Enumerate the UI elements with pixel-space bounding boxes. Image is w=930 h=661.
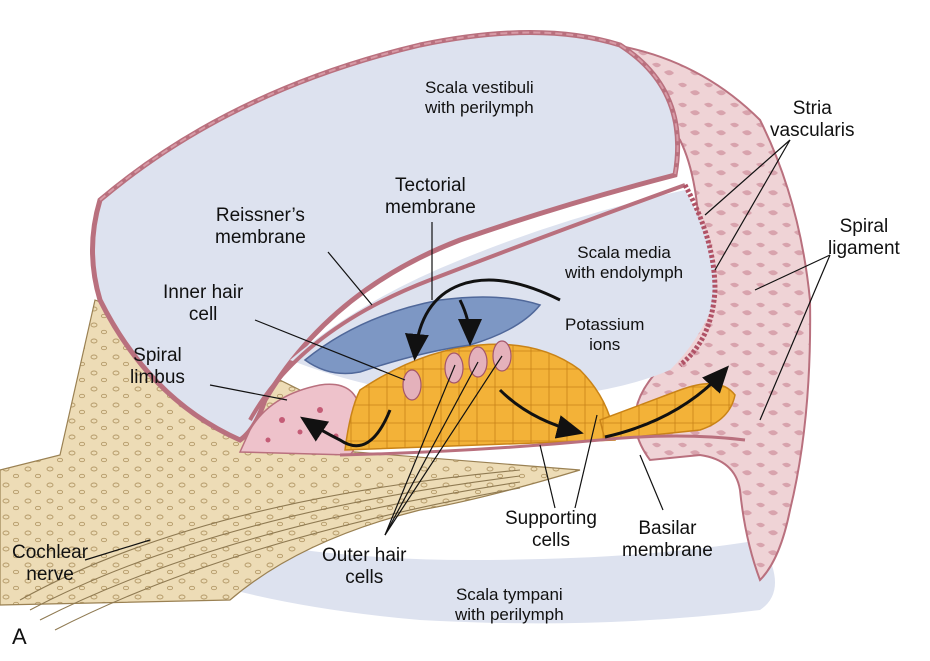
label-supporting-cells: Supporting cells bbox=[505, 508, 597, 552]
label-cochlear-nerve: Cochlear nerve bbox=[12, 542, 88, 586]
label-basilar-membrane: Basilar membrane bbox=[622, 518, 713, 562]
label-potassium-ions-line2: ions bbox=[565, 335, 644, 355]
label-spiral-ligament-line1: Spiral bbox=[828, 216, 900, 238]
label-spiral-limbus: Spiral limbus bbox=[130, 345, 185, 389]
label-reissners-membrane: Reissner’s membrane bbox=[215, 205, 306, 249]
label-reissners-membrane-line2: membrane bbox=[215, 227, 306, 249]
label-spiral-ligament: Spiral ligament bbox=[828, 216, 900, 260]
label-scala-media-line1: Scala media bbox=[565, 243, 683, 263]
label-cochlear-nerve-line2: nerve bbox=[12, 564, 88, 586]
label-tectorial-membrane: Tectorial membrane bbox=[385, 175, 476, 219]
label-scala-tympani: Scala tympani with perilymph bbox=[455, 585, 564, 625]
label-outer-hair-cells-line2: cells bbox=[322, 567, 406, 589]
label-scala-vestibuli-line2: with perilymph bbox=[425, 98, 534, 118]
label-inner-hair-cell: Inner hair cell bbox=[163, 282, 243, 326]
label-basilar-membrane-line2: membrane bbox=[622, 540, 713, 562]
label-outer-hair-cells: Outer hair cells bbox=[322, 545, 406, 589]
label-spiral-ligament-line2: ligament bbox=[828, 238, 900, 260]
label-outer-hair-cells-line1: Outer hair bbox=[322, 545, 406, 567]
label-tectorial-membrane-line1: Tectorial bbox=[385, 175, 476, 197]
label-cochlear-nerve-line1: Cochlear bbox=[12, 542, 88, 564]
label-spiral-limbus-line1: Spiral bbox=[130, 345, 185, 367]
label-reissners-membrane-line1: Reissner’s bbox=[215, 205, 306, 227]
panel-letter: A bbox=[12, 624, 27, 650]
label-scala-vestibuli-line1: Scala vestibuli bbox=[425, 78, 534, 98]
label-stria-vascularis-line2: vascularis bbox=[770, 120, 854, 142]
label-supporting-cells-line2: cells bbox=[505, 530, 597, 552]
label-spiral-limbus-line2: limbus bbox=[130, 367, 185, 389]
label-scala-tympani-line2: with perilymph bbox=[455, 605, 564, 625]
label-scala-media-line2: with endolymph bbox=[565, 263, 683, 283]
label-inner-hair-cell-line2: cell bbox=[163, 304, 243, 326]
label-inner-hair-cell-line1: Inner hair bbox=[163, 282, 243, 304]
label-tectorial-membrane-line2: membrane bbox=[385, 197, 476, 219]
label-stria-vascularis-line1: Stria bbox=[770, 98, 854, 120]
label-scala-tympani-line1: Scala tympani bbox=[455, 585, 564, 605]
label-scala-media: Scala media with endolymph bbox=[565, 243, 683, 283]
label-basilar-membrane-line1: Basilar bbox=[622, 518, 713, 540]
label-supporting-cells-line1: Supporting bbox=[505, 508, 597, 530]
label-stria-vascularis: Stria vascularis bbox=[770, 98, 854, 142]
label-scala-vestibuli: Scala vestibuli with perilymph bbox=[425, 78, 534, 118]
label-potassium-ions: Potassium ions bbox=[565, 315, 644, 355]
label-potassium-ions-line1: Potassium bbox=[565, 315, 644, 335]
